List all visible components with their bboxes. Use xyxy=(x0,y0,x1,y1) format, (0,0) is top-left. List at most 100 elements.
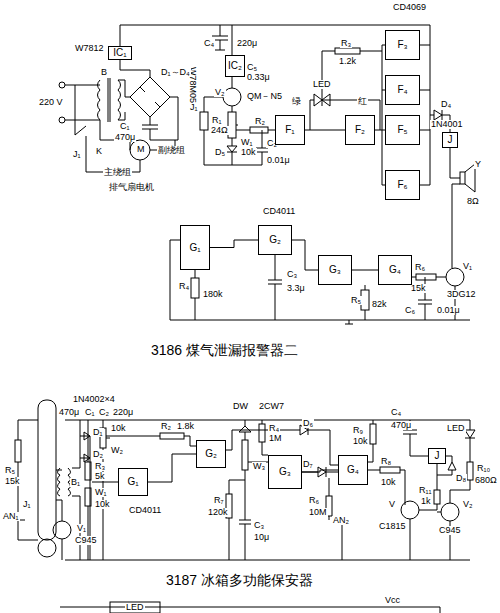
logic-gate-box: J xyxy=(442,132,458,148)
part-label: V₂ xyxy=(214,88,226,97)
part-label: R₄ xyxy=(268,424,280,433)
wiper xyxy=(236,125,238,126)
part-label: D₁ xyxy=(92,428,104,437)
part-label: D₁～D₄ xyxy=(160,68,191,77)
resistor-symbol xyxy=(434,490,440,504)
logic-gate-box: G₂ xyxy=(258,225,292,255)
part-label: R₃ xyxy=(94,462,106,471)
part-label: 绿 xyxy=(291,97,302,106)
gate-name: IC₂ xyxy=(228,61,242,71)
part-label: R₁₁ xyxy=(418,486,433,495)
part-label: DW xyxy=(232,402,249,411)
gate-name: J xyxy=(435,451,440,461)
part-label: 1N4001 xyxy=(430,120,464,129)
part-label: W₁ xyxy=(240,138,254,147)
part-label: V xyxy=(388,500,396,509)
wire-connector xyxy=(302,470,338,472)
part-label: 180k xyxy=(202,290,224,299)
part-label: R₆ xyxy=(308,496,320,505)
resistor-symbol xyxy=(85,462,91,480)
part-label: C945 xyxy=(438,526,462,535)
part-label: 470μ xyxy=(58,408,80,417)
gate-name: IC₁ xyxy=(113,48,126,58)
logic-gate-box: F₂ xyxy=(345,115,375,145)
resistor-symbol xyxy=(370,424,376,444)
logic-gate-box: IC₁ xyxy=(108,46,132,60)
relay-coil xyxy=(200,112,208,130)
part-label: CD4011 xyxy=(262,207,296,216)
part-label: R₇ xyxy=(213,496,225,505)
part-label: 1.2k xyxy=(338,57,357,66)
part-label: D₈ xyxy=(455,474,467,483)
bottom-wires xyxy=(10,420,475,613)
part-label: W7812 xyxy=(74,44,105,53)
part-label: D₆ xyxy=(302,419,314,428)
part-label: W₁ xyxy=(94,488,108,497)
resistor-symbol xyxy=(335,48,360,54)
part-label: 120k xyxy=(207,508,229,517)
part-label: R₉ xyxy=(352,426,364,435)
part-label: 0.33μ xyxy=(246,73,271,82)
terminal xyxy=(59,117,65,123)
resistor-symbol xyxy=(160,433,184,439)
part-label: 680Ω xyxy=(474,476,498,485)
part-label: D₄ xyxy=(440,100,452,109)
figure-caption: 3187 冰箱多功能保安器 xyxy=(165,573,314,587)
gate-name: F₆ xyxy=(397,180,407,190)
resistor-symbol xyxy=(15,440,21,462)
part-label: 1M xyxy=(268,434,283,443)
gate-name: G₁ xyxy=(189,243,200,253)
part-label: AN₂ xyxy=(332,516,350,525)
logic-gate-box: G₄ xyxy=(338,455,368,485)
gate-name: G₂ xyxy=(269,235,281,245)
logic-gate-box: F₁ xyxy=(275,115,305,145)
part-label: R₁ xyxy=(211,116,223,125)
logic-gate-box: G₃ xyxy=(318,255,352,285)
part-label: J₁ xyxy=(22,500,32,509)
wire-connector xyxy=(352,270,378,271)
part-label: C₅ xyxy=(246,63,258,72)
part-label: CD4011 xyxy=(128,506,162,515)
logic-gate-box: G₄ xyxy=(378,255,412,285)
part-label: 3DG12 xyxy=(446,290,477,299)
part-label: 红 xyxy=(357,97,368,106)
part-label: 5k xyxy=(94,472,106,481)
part-label: 220 V xyxy=(38,98,64,107)
part-label: 10k xyxy=(380,478,397,487)
part-label: B xyxy=(100,68,108,77)
logic-gate-box: G₁ xyxy=(180,225,210,270)
part-label: R₆ xyxy=(414,263,426,272)
logic-gate-box: F₅ xyxy=(385,115,420,145)
part-label: Y xyxy=(474,160,482,169)
part-label: 10μ xyxy=(253,533,270,542)
part-label: R₄ xyxy=(178,282,190,291)
part-label: 1N4002×4 xyxy=(72,395,116,404)
part-label: 排气扇电机 xyxy=(108,183,155,192)
part-label: C₂ xyxy=(98,408,110,417)
part-label: J₁ xyxy=(189,103,199,112)
part-label: D₇ xyxy=(302,460,314,469)
part-label: R₃ xyxy=(340,39,352,48)
part-label: 220μ xyxy=(112,408,134,417)
part-label: C1815 xyxy=(378,522,407,531)
part-label: V₁ xyxy=(76,524,87,533)
part-label: C₄ xyxy=(390,408,402,417)
part-label: 82k xyxy=(371,300,388,309)
part-label: R₈ xyxy=(380,457,392,466)
part-label: R₅ xyxy=(350,296,362,305)
resistor-symbol xyxy=(250,127,268,133)
gate-name: F₃ xyxy=(397,40,407,50)
part-label: 10k xyxy=(110,424,127,433)
part-label: R₂ xyxy=(160,422,172,431)
part-label: R₅ xyxy=(4,466,16,475)
part-label: 2CW7 xyxy=(258,402,285,411)
logic-gate-box: F₃ xyxy=(385,30,420,60)
part-label: 0.01μ xyxy=(266,156,291,165)
part-label: M xyxy=(136,145,146,154)
resistor-symbol xyxy=(361,290,369,310)
logic-gate-box: F₆ xyxy=(385,170,420,200)
part-label: R₂ xyxy=(254,117,266,126)
plug-body xyxy=(38,400,56,540)
resistor-symbol xyxy=(191,278,199,298)
